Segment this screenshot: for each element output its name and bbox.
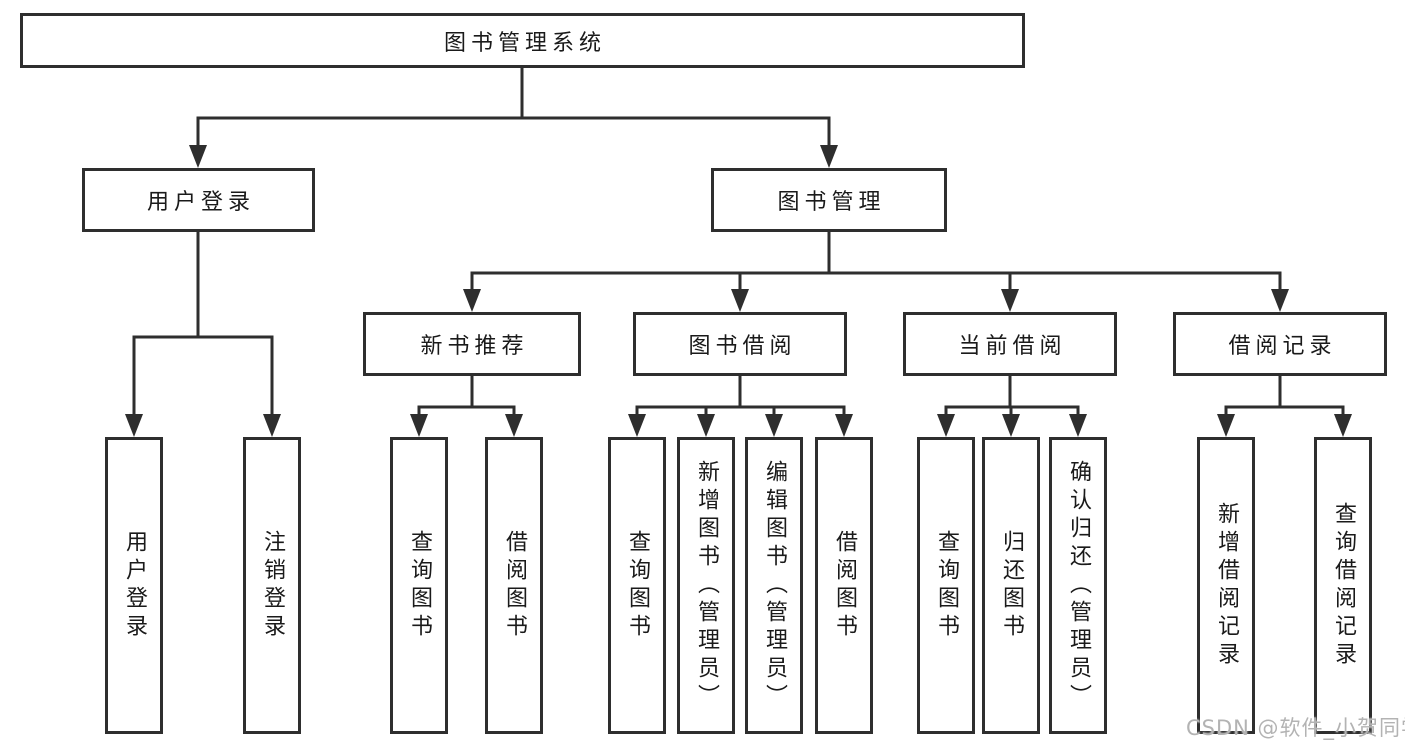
- arrow-down-icon: [628, 414, 646, 437]
- node-label: 图书管理: [777, 190, 886, 215]
- leaf-add-books-admin: 新增图书（管理员）: [677, 437, 735, 734]
- node-label: 归还图书: [999, 529, 1024, 642]
- node-root-system: 图书管理系统: [20, 13, 1025, 68]
- node-label: 借阅图书: [502, 529, 527, 642]
- node-label: 确认归还（管理员）: [1066, 459, 1091, 712]
- node-label: 新增借阅记录: [1214, 501, 1239, 670]
- node-label: 用户登录: [146, 190, 255, 215]
- node-label: 查询图书: [407, 529, 432, 642]
- leaf-logout-login: 注销登录: [243, 437, 301, 734]
- node-new-book-recommend: 新书推荐: [363, 312, 581, 376]
- arrow-down-icon: [410, 414, 428, 437]
- arrow-down-icon: [697, 414, 715, 437]
- connector-userlogin-to-leaves: [132, 230, 274, 418]
- arrow-down-icon: [1069, 414, 1087, 437]
- arrow-down-icon: [1001, 289, 1019, 312]
- node-borrow-records: 借阅记录: [1173, 312, 1387, 376]
- leaf-borrow-books: 借阅图书: [485, 437, 543, 734]
- node-label: 借阅图书: [832, 529, 857, 642]
- arrow-down-icon: [189, 145, 207, 168]
- leaf-query-borrow-record: 查询借阅记录: [1314, 437, 1372, 734]
- connector-bookborrow-to-leaves: [635, 374, 846, 418]
- arrow-down-icon: [1217, 414, 1235, 437]
- arrow-down-icon: [463, 289, 481, 312]
- node-label: 新书推荐: [420, 334, 529, 359]
- arrowheads: [125, 145, 1352, 437]
- leaf-query-books: 查询图书: [390, 437, 448, 734]
- arrow-down-icon: [1271, 289, 1289, 312]
- node-user-login: 用户登录: [82, 168, 315, 232]
- arrow-down-icon: [765, 414, 783, 437]
- arrow-down-icon: [263, 414, 281, 437]
- csdn-watermark: CSDN @软件_小贺同学: [1186, 716, 1405, 740]
- connector-currentborrow-to-leaves: [944, 374, 1080, 418]
- arrow-down-icon: [1334, 414, 1352, 437]
- node-label: 图书借阅: [688, 334, 797, 359]
- node-label: 编辑图书（管理员）: [762, 459, 787, 712]
- arrow-down-icon: [835, 414, 853, 437]
- node-label: 新增图书（管理员）: [694, 459, 719, 712]
- node-label: 查询图书: [625, 529, 650, 642]
- arrow-down-icon: [125, 414, 143, 437]
- connector-newbook-to-leaves: [417, 374, 516, 418]
- arrow-down-icon: [1002, 414, 1020, 437]
- arrow-down-icon: [820, 145, 838, 168]
- node-label: 注销登录: [260, 529, 285, 642]
- node-book-borrow: 图书借阅: [633, 312, 847, 376]
- arrow-down-icon: [505, 414, 523, 437]
- leaf-user-login: 用户登录: [105, 437, 163, 734]
- node-label: 用户登录: [122, 529, 147, 642]
- leaf-edit-books-admin: 编辑图书（管理员）: [745, 437, 803, 734]
- leaf-confirm-return-admin: 确认归还（管理员）: [1049, 437, 1107, 734]
- connector-root-to-level2: [196, 66, 831, 149]
- node-label: 借阅记录: [1228, 334, 1337, 359]
- node-book-management: 图书管理: [711, 168, 947, 232]
- node-current-borrow: 当前借阅: [903, 312, 1117, 376]
- leaf-add-borrow-record: 新增借阅记录: [1197, 437, 1255, 734]
- node-label: 查询借阅记录: [1331, 501, 1356, 670]
- leaf-return-books: 归还图书: [982, 437, 1040, 734]
- node-label: 图书管理系统: [443, 30, 606, 56]
- leaf-query-books: 查询图书: [917, 437, 975, 734]
- arrow-down-icon: [937, 414, 955, 437]
- node-label: 查询图书: [934, 529, 959, 642]
- connector-records-to-leaves: [1224, 374, 1345, 418]
- leaf-query-books: 查询图书: [608, 437, 666, 734]
- leaf-borrow-books: 借阅图书: [815, 437, 873, 734]
- connector-bookmgmt-to-level3: [470, 230, 1282, 293]
- node-label: 当前借阅: [958, 334, 1067, 359]
- arrow-down-icon: [731, 289, 749, 312]
